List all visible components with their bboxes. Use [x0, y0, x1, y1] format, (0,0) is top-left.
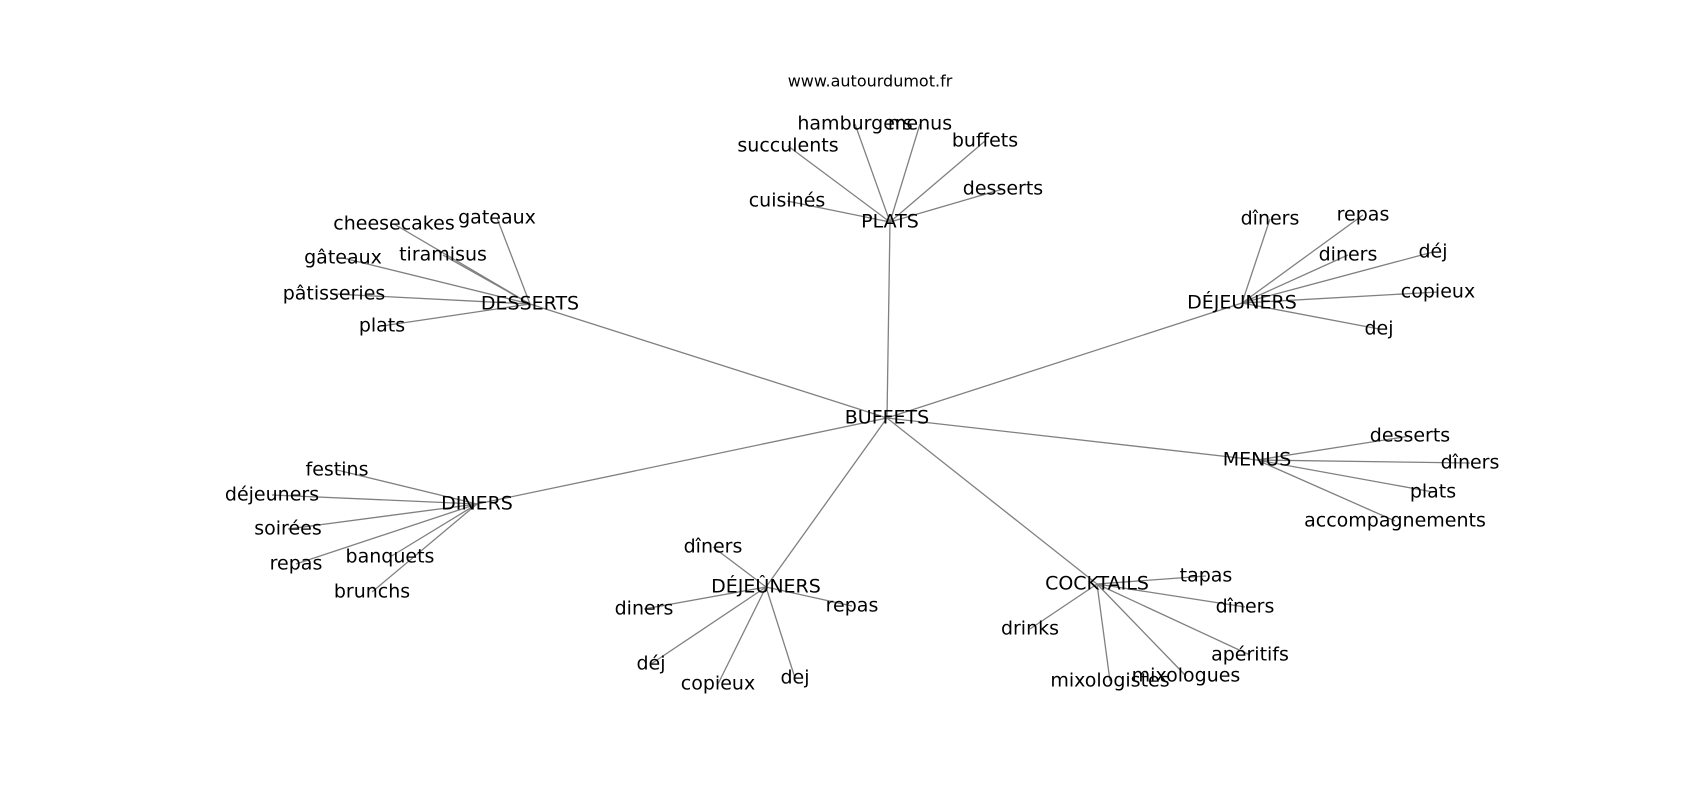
leaf-node-diners-4: banquets	[346, 546, 435, 568]
leaf-node-plats-1: menus	[888, 113, 952, 135]
leaf-node-cocktails-1: dîners	[1216, 596, 1275, 618]
leaf-node-plats-2: succulents	[737, 135, 838, 157]
leaf-node-dejeuners-top-2: diners	[1319, 244, 1378, 266]
leaf-node-menus-2: plats	[1410, 481, 1456, 503]
leaf-node-dejeuners-bottom-1: diners	[615, 598, 674, 620]
edge-dejeuners-top-0	[1241, 218, 1271, 304]
edge-plats-3	[889, 140, 986, 223]
leaf-node-cocktails-0: tapas	[1180, 565, 1233, 587]
leaf-node-dejeuners-bottom-5: dej	[780, 667, 809, 689]
root-node: BUFFETS	[845, 407, 929, 429]
edge-root-plats	[886, 221, 891, 419]
leaf-node-plats-0: hamburgers	[797, 113, 912, 135]
edge-plats-5	[889, 188, 1004, 223]
edge-diners-2	[287, 503, 478, 530]
edge-plats-0	[854, 123, 891, 223]
leaf-node-plats-5: desserts	[963, 178, 1043, 200]
edge-menus-0	[1256, 435, 1411, 461]
edge-plats-2	[787, 145, 891, 223]
leaf-node-dejeuners-top-3: déj	[1418, 241, 1447, 263]
edge-cocktails-0	[1096, 575, 1207, 585]
edge-dejeuners-top-2	[1241, 254, 1349, 304]
edge-menus-1	[1256, 459, 1471, 464]
leaf-node-menus-1: dîners	[1441, 452, 1500, 474]
edge-desserts-4	[333, 293, 531, 305]
edge-desserts-5	[381, 303, 531, 327]
leaf-node-diners-1: déjeuners	[225, 484, 319, 506]
edge-root-dejeuners-top	[886, 302, 1243, 419]
leaf-node-desserts-4: pâtisseries	[283, 283, 386, 305]
leaf-node-cocktails-5: mixologues	[1132, 665, 1241, 687]
leaf-node-desserts-3: gâteaux	[304, 247, 382, 269]
leaf-node-diners-5: brunchs	[334, 581, 410, 603]
edge-dejeuners-bottom-0	[712, 546, 767, 588]
edge-diners-1	[271, 494, 478, 505]
edge-cocktails-4	[1096, 583, 1111, 682]
leaf-node-dejeuners-top-1: repas	[1337, 204, 1390, 226]
edge-desserts-3	[342, 257, 531, 305]
edge-menus-2	[1256, 459, 1434, 493]
hub-node-desserts: DESSERTS	[481, 293, 579, 315]
edge-menus-3	[1256, 459, 1396, 522]
edge-diners-0	[336, 469, 478, 505]
edge-root-dejeuners-bottom	[765, 417, 888, 588]
edge-cocktails-3	[1096, 583, 1251, 656]
edge-dejeuners-bottom-2	[650, 586, 767, 665]
leaf-node-dejeuners-top-0: dîners	[1241, 208, 1300, 230]
leaf-node-dejeuners-bottom-3: copieux	[681, 673, 755, 695]
leaf-node-diners-2: soirées	[254, 518, 321, 540]
hub-node-dejeuners-top: DÉJEUNERS	[1187, 291, 1297, 314]
leaf-node-desserts-2: tiramisus	[399, 244, 487, 266]
edge-dejeuners-top-3	[1241, 251, 1434, 304]
leaf-node-desserts-5: plats	[359, 315, 405, 337]
edge-plats-1	[889, 123, 921, 223]
edge-desserts-2	[442, 254, 531, 305]
edge-root-diners	[476, 417, 888, 505]
leaf-node-diners-0: festins	[306, 459, 369, 481]
leaf-node-dejeuners-bottom-4: repas	[826, 595, 879, 617]
edge-dejeuners-top-5	[1241, 302, 1380, 330]
leaf-node-desserts-0: gateaux	[458, 207, 536, 229]
edge-root-cocktails	[886, 417, 1098, 585]
leaf-node-cocktails-2: drinks	[1001, 618, 1059, 640]
edge-diners-3	[295, 503, 478, 565]
leaf-node-diners-3: repas	[270, 553, 323, 575]
leaf-node-dejeuners-bottom-0: dîners	[684, 536, 743, 558]
leaf-node-dejeuners-top-4: copieux	[1401, 281, 1475, 303]
leaf-node-cocktails-3: apéritifs	[1211, 644, 1289, 666]
edge-dejeuners-bottom-4	[765, 586, 853, 607]
leaf-node-plats-3: buffets	[952, 130, 1018, 152]
leaf-node-cocktails-4: mixologistes	[1050, 670, 1169, 692]
hub-node-cocktails: COCKTAILS	[1045, 573, 1149, 595]
leaf-node-menus-0: desserts	[1370, 425, 1450, 447]
leaf-node-desserts-1: cheesecakes	[333, 213, 454, 235]
leaf-node-dejeuners-top-5: dej	[1364, 318, 1393, 340]
hub-node-diners: DINERS	[441, 493, 513, 515]
hub-node-menus: MENUS	[1223, 449, 1292, 471]
edge-diners-4	[389, 503, 478, 558]
edge-cocktails-1	[1096, 583, 1246, 608]
edge-root-menus	[886, 417, 1258, 461]
hub-node-dejeuners-bottom: DÉJEÛNERS	[711, 574, 821, 598]
leaf-node-menus-3: accompagnements	[1304, 510, 1486, 532]
edge-plats-4	[786, 200, 891, 223]
source-url: www.autourdumot.fr	[788, 72, 953, 91]
leaf-node-dejeuners-bottom-2: déj	[636, 653, 665, 675]
edge-dejeuners-bottom-3	[717, 586, 767, 685]
edge-cocktails-5	[1096, 583, 1187, 677]
edge-root-desserts	[529, 303, 888, 419]
edge-diners-5	[371, 503, 478, 593]
edges	[271, 123, 1471, 685]
hub-node-plats: PLATS	[861, 211, 919, 233]
edge-dejeuners-bottom-1	[643, 586, 767, 610]
edge-cocktails-2	[1029, 583, 1098, 630]
edge-dejeuners-top-1	[1241, 214, 1364, 304]
edge-dejeuners-top-4	[1241, 291, 1439, 304]
edge-desserts-0	[496, 217, 531, 305]
edge-dejeuners-bottom-5	[765, 586, 796, 679]
leaf-node-plats-4: cuisinés	[749, 190, 826, 212]
